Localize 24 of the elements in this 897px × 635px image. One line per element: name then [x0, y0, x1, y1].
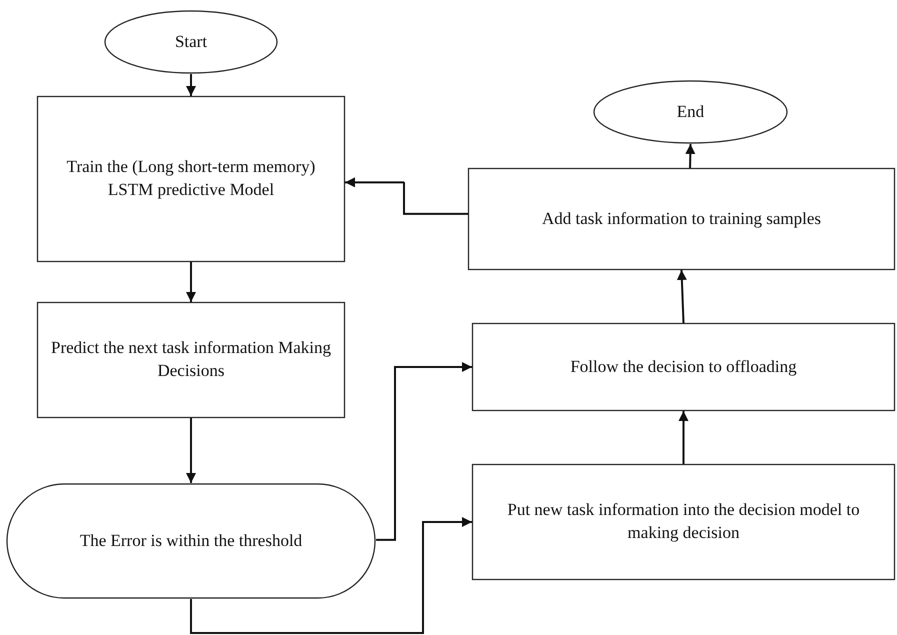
node-text: Start — [174, 30, 208, 53]
node-text: Train the (Long short-term memory) LSTM predictive Model — [66, 156, 316, 201]
arrow — [186, 262, 196, 302]
arrow — [186, 74, 196, 96]
node-text: Predict the next task information Making Decisions — [50, 337, 332, 382]
process-box — [37, 96, 345, 262]
process-box — [37, 302, 345, 418]
arrow — [376, 362, 472, 541]
node-text: Add task information to training samples — [540, 208, 822, 230]
arrow — [676, 270, 687, 324]
process-box — [472, 323, 895, 411]
arrow — [345, 177, 468, 215]
terminal-ellipse — [104, 10, 278, 74]
node-text: Follow the decision to offloading — [569, 356, 798, 378]
arrow — [186, 418, 196, 483]
process-box — [472, 464, 895, 580]
node-text: Put new task information into the decision model to making decision — [506, 499, 861, 544]
process-box — [468, 168, 895, 270]
arrow — [685, 144, 696, 168]
node-text: End — [676, 100, 706, 123]
terminal-ellipse — [593, 80, 788, 144]
arrow — [678, 411, 688, 464]
node-text: The Error is within the threshold — [78, 530, 304, 552]
arrow — [190, 517, 472, 634]
